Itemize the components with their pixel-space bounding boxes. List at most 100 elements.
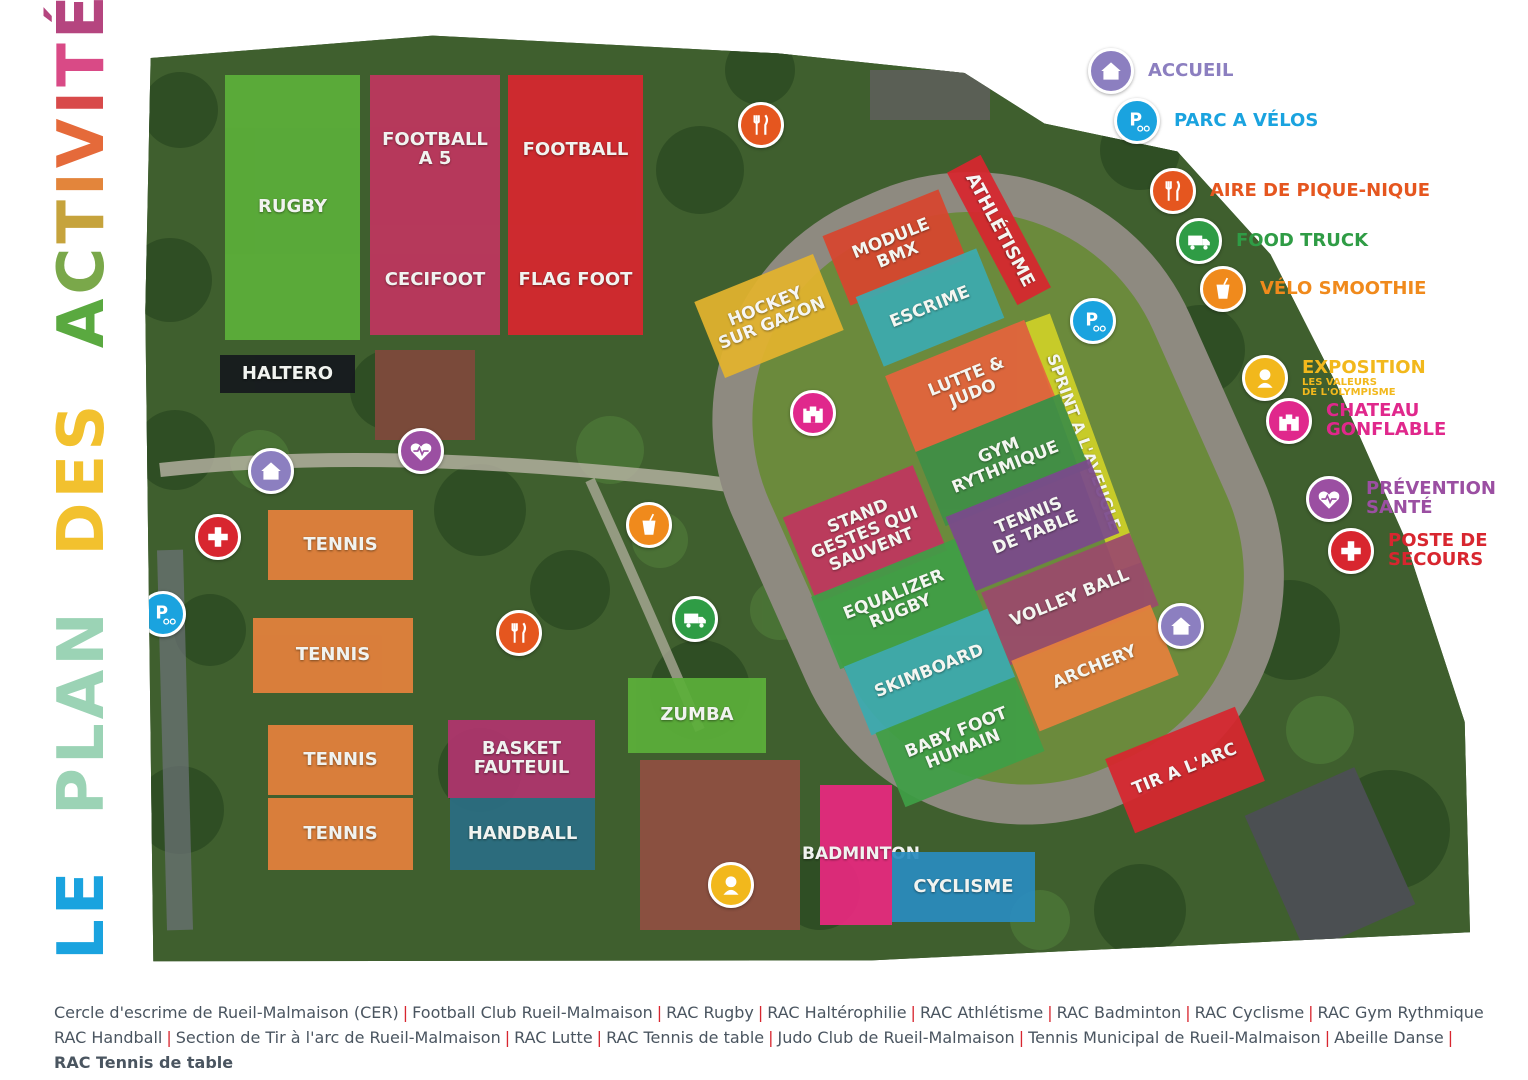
separator: | bbox=[402, 1003, 409, 1022]
zone-cecifoot[interactable]: CECIFOOT bbox=[370, 225, 500, 335]
pin-bike-parking-left[interactable]: P bbox=[145, 591, 186, 637]
bike-parking-icon: P bbox=[155, 603, 176, 625]
zone-football-a5[interactable]: FOOTBALL A 5 bbox=[370, 75, 500, 225]
title-letter: T bbox=[45, 39, 119, 87]
first-aid-icon bbox=[1328, 528, 1374, 574]
legend-item-accueil[interactable]: ACCUEIL bbox=[1088, 48, 1233, 94]
zone-rugby[interactable]: RUGBY bbox=[225, 75, 360, 340]
title-letter: C bbox=[45, 243, 119, 295]
legend-item-prevention[interactable]: PRÉVENTION SANTÉ bbox=[1306, 476, 1496, 522]
title-letter: A bbox=[45, 294, 119, 349]
truck-icon bbox=[1176, 218, 1222, 264]
title-word-activites: ACTIVITÉS bbox=[45, 0, 119, 349]
zone-zumba[interactable]: ZUMBA bbox=[628, 678, 766, 753]
footer-line-1: Cercle d'escrime de Rueil-Malmaison (CER… bbox=[54, 1000, 1494, 1025]
zone-tennis-3[interactable]: TENNIS bbox=[268, 725, 413, 795]
partners-footer: Cercle d'escrime de Rueil-Malmaison (CER… bbox=[54, 1000, 1494, 1075]
zone-flag-foot[interactable]: FLAG FOOT bbox=[508, 225, 643, 335]
home-icon bbox=[1171, 617, 1191, 635]
zone-cyclisme[interactable]: CYCLISME bbox=[892, 852, 1035, 922]
zone-haltero[interactable]: HALTERO bbox=[220, 355, 355, 393]
pin-smoothie[interactable] bbox=[626, 502, 672, 548]
truck-icon bbox=[684, 613, 706, 628]
pin-picnic-middle[interactable] bbox=[496, 610, 542, 656]
separator: | bbox=[656, 1003, 663, 1022]
legend-item-food-truck[interactable]: FOOD TRUCK bbox=[1176, 218, 1368, 264]
pin-welcome-left[interactable] bbox=[248, 448, 294, 494]
zone-basket-fauteuil[interactable]: BASKET FAUTEUIL bbox=[448, 720, 595, 798]
partner-name: RAC Lutte bbox=[514, 1028, 593, 1047]
first-aid-icon bbox=[208, 527, 228, 547]
zone-badminton[interactable]: BADMINTON bbox=[802, 785, 920, 925]
pin-food-truck[interactable] bbox=[672, 596, 718, 642]
partner-name: RAC Cyclisme bbox=[1194, 1003, 1305, 1022]
title-letter: V bbox=[45, 114, 119, 169]
legend-item-parc-velos[interactable]: P PARC A VÉLOS bbox=[1114, 98, 1318, 144]
partner-name: RAC Gym Rythmique bbox=[1317, 1003, 1484, 1022]
partner-name: Section de Tir à l'arc de Rueil-Malmaiso… bbox=[175, 1028, 501, 1047]
title-letter: I bbox=[45, 168, 119, 196]
zone-handball[interactable]: HANDBALL bbox=[450, 798, 595, 870]
partner-name: Tennis Municipal de Rueil-Malmaison bbox=[1028, 1028, 1321, 1047]
home-icon bbox=[261, 462, 281, 480]
separator: | bbox=[910, 1003, 916, 1022]
separator: | bbox=[1018, 1028, 1025, 1047]
svg-text:P: P bbox=[1129, 110, 1142, 130]
pin-first-aid[interactable] bbox=[195, 514, 241, 560]
footer-line-3: RAC Tennis de table bbox=[54, 1053, 234, 1072]
cutlery-icon bbox=[511, 622, 527, 643]
legend-item-exposition[interactable]: EXPOSITION LES VALEURS DE L'OLYMPISME bbox=[1242, 340, 1426, 417]
partner-name: Judo Club de Rueil-Malmaison bbox=[777, 1028, 1015, 1047]
bike-parking-icon: P bbox=[1114, 98, 1160, 144]
heart-pulse-icon bbox=[1306, 476, 1352, 522]
castle-icon bbox=[803, 406, 823, 423]
pin-health[interactable] bbox=[398, 428, 444, 474]
title-letter: T bbox=[45, 195, 119, 244]
cup-icon bbox=[1200, 266, 1246, 312]
zone-tennis-1[interactable]: TENNIS bbox=[268, 510, 413, 580]
pin-welcome-right[interactable] bbox=[1158, 603, 1204, 649]
separator: | bbox=[1308, 1003, 1314, 1022]
bust-icon bbox=[723, 876, 739, 895]
pin-castle[interactable] bbox=[790, 390, 836, 436]
svg-text:P: P bbox=[1085, 310, 1098, 330]
title-word-le: LE bbox=[45, 867, 119, 961]
separator: | bbox=[1185, 1003, 1191, 1022]
separator: | bbox=[757, 1003, 764, 1022]
separator: | bbox=[504, 1028, 511, 1047]
partner-name: Abeille Danse bbox=[1334, 1028, 1444, 1047]
title-letter: I bbox=[45, 86, 119, 115]
separator: | bbox=[768, 1028, 774, 1047]
separator: | bbox=[1447, 1028, 1454, 1047]
zone-tennis-4[interactable]: TENNIS bbox=[268, 798, 413, 870]
separator: | bbox=[1324, 1028, 1331, 1047]
partner-name: Football Club Rueil-Malmaison bbox=[412, 1003, 653, 1022]
cutlery-icon bbox=[1150, 168, 1196, 214]
pin-exposition[interactable] bbox=[708, 862, 754, 908]
separator: | bbox=[596, 1028, 603, 1047]
partner-name: RAC Athlétisme bbox=[919, 1003, 1044, 1022]
title-word-plan: PLAN bbox=[45, 608, 119, 815]
home-icon bbox=[1088, 48, 1134, 94]
legend-item-secours[interactable]: POSTE DE SECOURS bbox=[1328, 528, 1488, 574]
zone-tennis-2[interactable]: TENNIS bbox=[253, 618, 413, 693]
heart-pulse-icon bbox=[410, 443, 432, 461]
bike-parking-icon: P bbox=[1085, 310, 1106, 332]
partner-name: RAC Handball bbox=[54, 1028, 163, 1047]
svg-text:P: P bbox=[155, 603, 168, 623]
partner-name: RAC Tennis de table bbox=[606, 1028, 765, 1047]
legend-item-pique-nique[interactable]: AIRE DE PIQUE-NIQUE bbox=[1150, 168, 1430, 214]
title-letter: É bbox=[45, 0, 119, 40]
cutlery-icon bbox=[753, 114, 769, 135]
zone-football[interactable]: FOOTBALL bbox=[508, 75, 643, 225]
pin-picnic-top[interactable] bbox=[738, 102, 784, 148]
partner-name: RAC Haltérophilie bbox=[767, 1003, 907, 1022]
legend-item-chateau[interactable]: CHATEAU GONFLABLE bbox=[1266, 398, 1446, 444]
page-title: LE PLAN DES ACTIVITÉS bbox=[45, 0, 119, 961]
partner-name: RAC Rugby bbox=[666, 1003, 754, 1022]
legend-item-smoothie[interactable]: VÉLO SMOOTHIE bbox=[1200, 266, 1426, 312]
separator: | bbox=[1047, 1003, 1053, 1022]
pin-bike-parking-track[interactable]: P bbox=[1070, 298, 1116, 344]
title-word-des: DES bbox=[45, 400, 119, 556]
separator: | bbox=[166, 1028, 172, 1047]
